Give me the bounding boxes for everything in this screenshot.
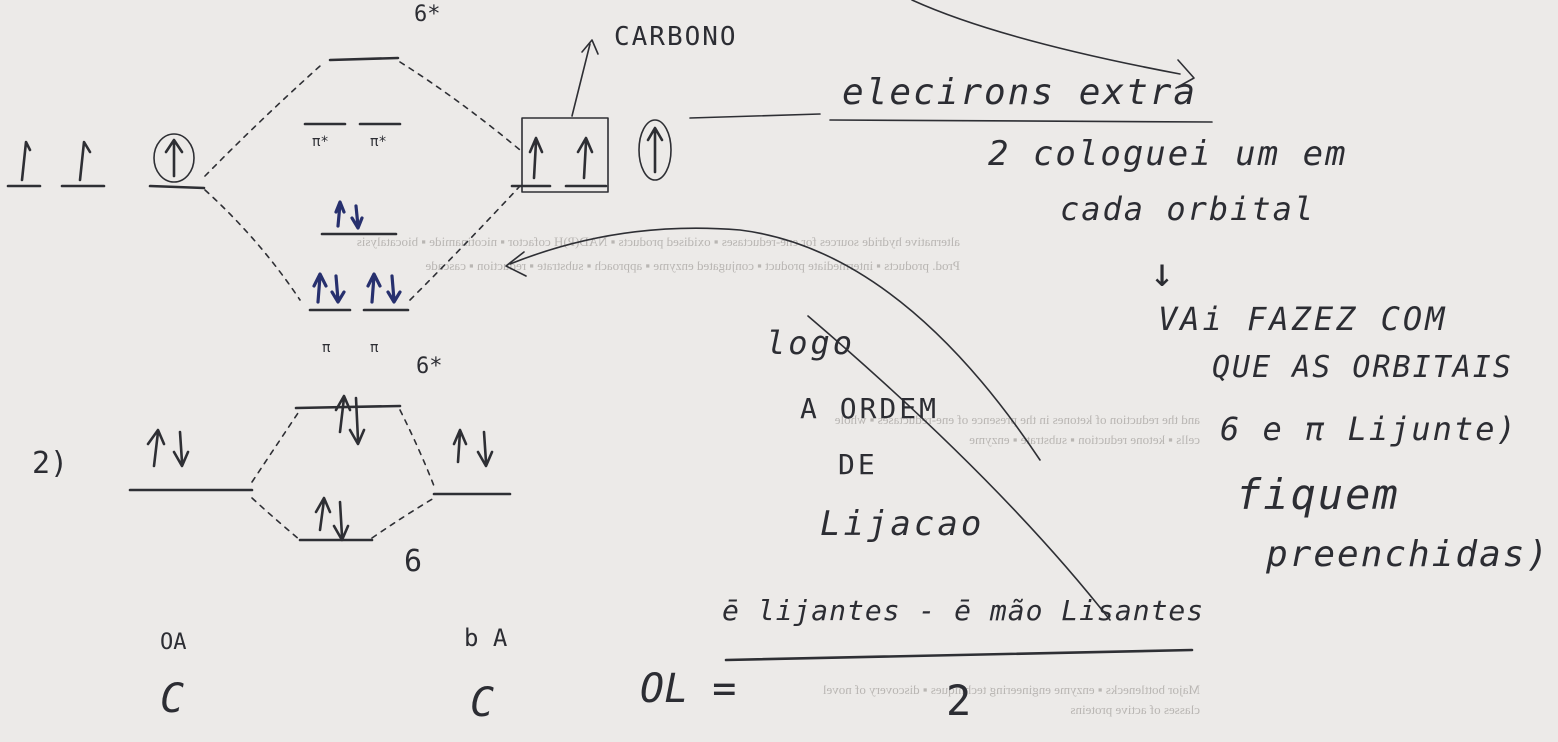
note-line-5: 6 e π Lijunte) (1220, 410, 1518, 448)
logo-line-3: DE (838, 448, 878, 481)
return-arrow-head (505, 251, 527, 277)
carbon-box (521, 117, 609, 193)
left-orbital-line-3 (148, 184, 206, 190)
sec2-sigma-star-label: 6* (416, 354, 443, 379)
formula-lhs: OL = (640, 666, 737, 712)
carbono-pointer (571, 43, 591, 117)
oa-label: OA (160, 630, 187, 655)
circle-highlight-right (638, 119, 672, 181)
ob-atom: C (470, 680, 495, 726)
sec2-sigma-label: 6 (404, 544, 423, 579)
pi-label-2: π (370, 340, 379, 356)
note-line-1: 2 cologuei um em (988, 134, 1348, 174)
note-line-4: QUE AS ORBITAIS (1212, 350, 1513, 385)
oa-atom: C (160, 676, 185, 722)
left-electron-3 (164, 138, 184, 178)
correlation-right-upper (399, 61, 521, 151)
left-electron-1 (20, 140, 32, 182)
correlation-left-upper (204, 65, 321, 177)
diagonal-line (807, 315, 1111, 621)
electrons-extra-underline (829, 119, 1213, 123)
note-line-7: preenchidas) (1266, 534, 1551, 575)
carbono-pointer-head (581, 39, 599, 55)
sec2-sigma-star-pair (334, 394, 366, 446)
sec2-sigma-pair (314, 496, 350, 542)
pi-electron-pair-2 (366, 272, 402, 304)
circle-highlight (153, 133, 195, 183)
extra-electron-line (689, 113, 821, 119)
left-electron-2 (78, 140, 92, 182)
pi-star-label-2: π* (370, 134, 387, 150)
formula-fraction-bar (724, 648, 1194, 662)
formula-numerator: ē lijantes - ē mão Lisantes (722, 594, 1205, 627)
upper-arc-head (1175, 59, 1195, 89)
pi-label-1: π (322, 340, 331, 356)
logo-line-4: Lijacao (820, 504, 985, 544)
right-electron-2 (576, 136, 594, 180)
section-2-label: 2) (32, 446, 69, 481)
pi-star-label-1: π* (312, 134, 329, 150)
right-electron-1 (528, 136, 544, 180)
return-arrow (509, 227, 1041, 461)
upper-arc (911, 0, 1181, 75)
logo-line-1: logo (766, 324, 856, 362)
note-line-3: VAi FAZEZ COM (1158, 300, 1448, 338)
sec2-correlation-2 (251, 497, 301, 541)
sec2-left-electron-pair (146, 428, 190, 468)
right-electron-3 (646, 126, 664, 174)
ob-label: b A (464, 624, 508, 652)
note-arrow: ↓ (1150, 250, 1175, 296)
note-line-2: cada orbital (1060, 190, 1316, 228)
note-line-6: fiquem (1236, 470, 1400, 519)
pi-electron-pair-1 (312, 272, 346, 304)
formula-denominator: 2 (946, 676, 972, 725)
sigma-electron-pair (334, 200, 364, 230)
sec2-correlation-3 (399, 409, 435, 487)
sec2-correlation-1 (251, 409, 301, 483)
sec2-correlation-4 (371, 497, 435, 539)
carbono-label: CARBONO (614, 22, 738, 52)
correlation-right-lower (409, 185, 521, 301)
sec2-right-electron-pair (452, 428, 494, 468)
sigma-star-line (328, 56, 400, 62)
correlation-left-lower (204, 189, 301, 301)
sec2-sigma-star-line (294, 404, 402, 410)
logo-line-2: A ORDEM (800, 392, 940, 425)
sigma-star-top-label: 6* (414, 2, 441, 27)
electrons-extra-label: elecirons extra (842, 72, 1198, 113)
